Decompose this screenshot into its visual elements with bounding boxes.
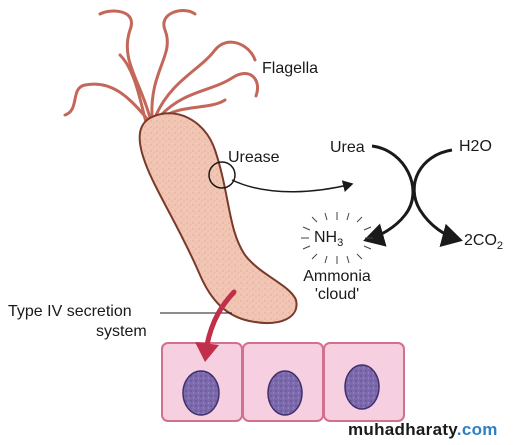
flagella-group <box>63 9 259 124</box>
ammonia-cloud-rays <box>301 212 373 264</box>
formula-text: H2O <box>459 138 492 155</box>
flagellum <box>118 53 148 124</box>
watermark-part2: .com <box>456 420 498 439</box>
cell-nucleus <box>182 370 220 416</box>
flagellum <box>158 72 259 118</box>
epithelial-cells <box>161 342 405 422</box>
label-ammonia-cloud-2: 'cloud' <box>315 286 359 303</box>
label-co2: 2CO2 <box>464 232 503 252</box>
formula-text: 2CO2 <box>464 232 504 253</box>
watermark-part1: muhadharaty <box>348 420 457 439</box>
label-water: H2O <box>459 138 492 156</box>
label-urease: Urease <box>228 149 280 166</box>
secretion-arrow <box>204 289 237 348</box>
label-urea: Urea <box>330 139 365 156</box>
urease-arrow <box>231 179 354 193</box>
label-flagella: Flagella <box>262 60 318 77</box>
bacterium-body <box>138 112 298 324</box>
site-watermark: muhadharaty.com <box>348 420 498 440</box>
flagellum <box>150 9 197 118</box>
label-secretion-line1: Type IV secretion <box>8 303 132 320</box>
formula-subscript: 3 <box>337 237 344 250</box>
flagellum <box>98 9 152 120</box>
formula-text: NH3 <box>314 229 344 250</box>
label-ammonia-formula: NH3 <box>314 229 343 249</box>
label-secretion-line2: system <box>96 323 147 340</box>
water-to-co2-arrow <box>412 148 463 247</box>
secretion-arrowhead <box>195 342 219 362</box>
formula-subscript: 2 <box>496 240 504 253</box>
flagellum <box>154 40 257 117</box>
label-ammonia-cloud: Ammonia <box>303 268 371 285</box>
flagellum <box>63 82 150 122</box>
cell-nucleus <box>344 364 380 410</box>
cell-nucleus <box>267 370 303 416</box>
urease-circle <box>208 161 236 189</box>
urea-to-ammonia-arrow <box>363 144 415 247</box>
